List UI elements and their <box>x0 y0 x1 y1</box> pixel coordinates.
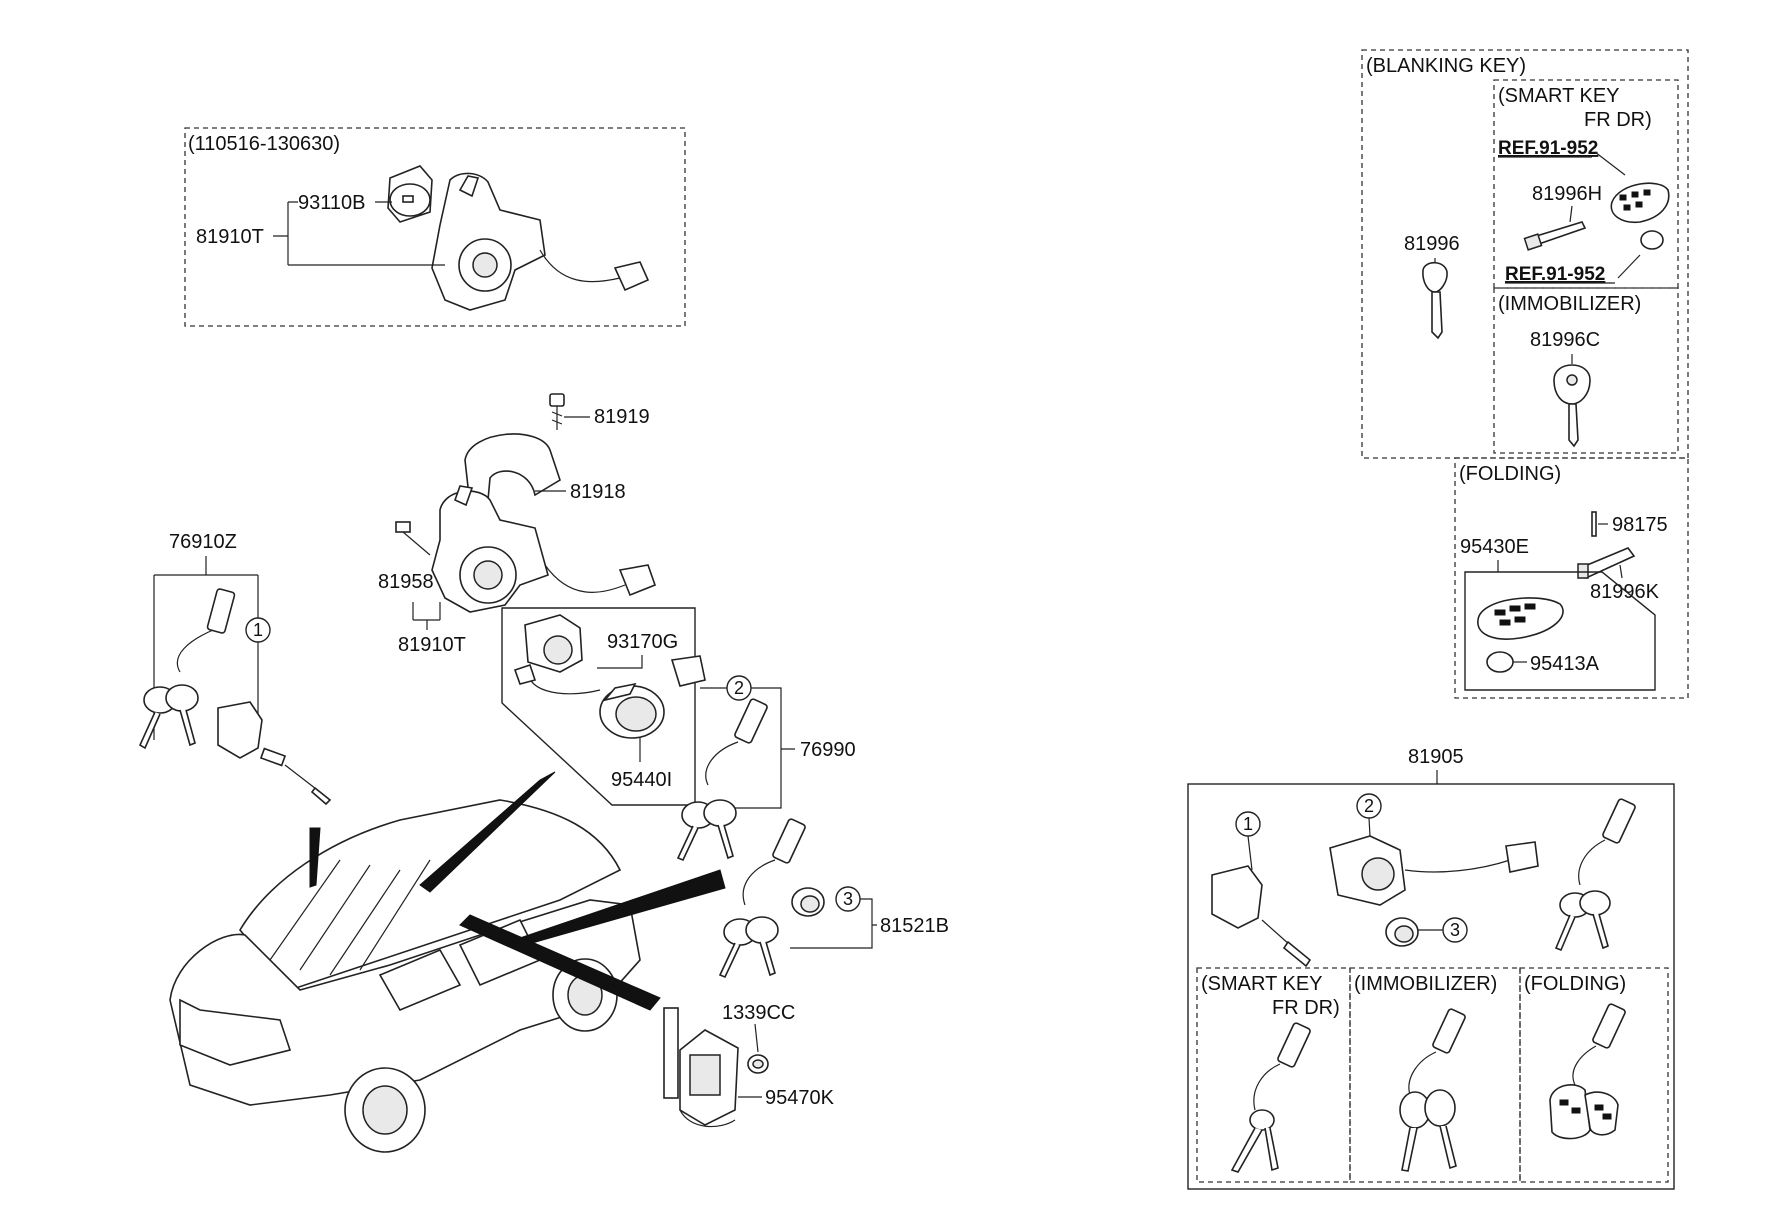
svg-text:3: 3 <box>843 889 853 909</box>
part-81919: 81919 <box>594 406 650 428</box>
part-81996: 81996 <box>1404 233 1460 255</box>
kit-folding-keys-icon <box>1549 1003 1626 1140</box>
svg-text:2: 2 <box>1364 796 1374 816</box>
battery-icon <box>1486 651 1514 673</box>
smart-key-label-2: FR DR) <box>1584 109 1652 131</box>
part-81521B: 81521B <box>880 915 949 937</box>
bolt-icon <box>549 393 565 430</box>
immobilizer-key-icon <box>1553 364 1591 448</box>
smart-key-fob-icon <box>1610 182 1670 224</box>
immobilizer-label: (IMMOBILIZER) <box>1498 293 1641 315</box>
blanking-key-box: (BLANKING KEY) 81996 (SMART KEY FR DR) R… <box>1361 49 1689 459</box>
coin-battery-icon <box>1640 230 1664 250</box>
folding-label: (FOLDING) <box>1459 463 1561 485</box>
ignition-switch-box: 93170G 95440I <box>501 607 706 806</box>
clamp-icon <box>464 433 561 507</box>
ref-91-952-bottom: REF.91-952 <box>1505 264 1605 285</box>
part-98175: 98175 <box>1612 514 1668 536</box>
folding-blade-icon <box>1577 547 1636 580</box>
svg-text:2: 2 <box>734 678 744 698</box>
part-81996H: 81996H <box>1532 183 1602 205</box>
lock-cylinder-icon <box>387 165 433 223</box>
part-95430E: 95430E <box>1460 536 1529 558</box>
steering-lock-housing-icon <box>431 172 650 311</box>
screw-icon <box>395 521 431 556</box>
lock-kit-box: 81905 1 2 3 <box>1187 746 1675 1190</box>
variant-label: (110516-130630) <box>188 133 340 155</box>
part-81958: 81958 <box>378 571 434 593</box>
kit-ignition-icon <box>1329 835 1539 906</box>
kit-standard-keys-icon <box>1554 798 1636 952</box>
part-81910T-top: 81910T <box>196 226 264 248</box>
part-95470K: 95470K <box>765 1087 835 1109</box>
kit-smart-key-label-1: (SMART KEY <box>1201 973 1323 995</box>
variant-box: (110516-130630) 93110B 81910T <box>184 127 686 327</box>
svg-text:1: 1 <box>1243 814 1253 834</box>
part-81918: 81918 <box>570 481 626 503</box>
part-81996K: 81996K <box>1590 581 1660 603</box>
nut-icon <box>747 1054 769 1074</box>
folding-fob-icon <box>1477 597 1564 640</box>
kit-smart-key-label-2: FR DR) <box>1272 997 1340 1019</box>
ignition-cylinder-icon <box>524 614 583 673</box>
keys-icon <box>138 684 199 750</box>
kit-immobilizer-keys-icon <box>1399 1008 1466 1172</box>
svg-text:3: 3 <box>1450 920 1460 940</box>
kit-folding-label: (FOLDING) <box>1524 973 1626 995</box>
part-95413A: 95413A <box>1530 653 1600 675</box>
part-76990: 76990 <box>800 739 856 761</box>
blank-key-icon <box>1422 261 1448 340</box>
part-95440I: 95440I <box>611 769 672 791</box>
callout-1 <box>245 617 271 643</box>
illumination-ring-icon <box>599 682 665 739</box>
door-lock-cylinder-icon <box>217 701 332 806</box>
vehicle-icon <box>169 771 726 1153</box>
kit-immobilizer-label: (IMMOBILIZER) <box>1354 973 1497 995</box>
blanking-key-label: (BLANKING KEY) <box>1366 55 1526 77</box>
part-93110B: 93110B <box>298 192 365 214</box>
ref-91-952-top: REF.91-952 <box>1498 138 1598 159</box>
kit-smart-key-icon <box>1230 1022 1311 1173</box>
antenna-coil-icon <box>663 1007 739 1128</box>
part-1339CC: 1339CC <box>722 1002 795 1024</box>
trunk-lock-key-group: 3 81521B <box>718 818 949 979</box>
door-lock-key-group: 76910Z 1 <box>138 531 332 806</box>
steering-lock-main: 81919 81918 81958 81910T <box>378 393 657 656</box>
part-81996C: 81996C <box>1530 329 1600 351</box>
connector-icon <box>670 655 706 687</box>
folding-key-box: (FOLDING) 98175 81996K 95430E 95413A <box>1454 457 1689 699</box>
trunk-cylinder-icon <box>791 887 825 917</box>
smart-key-label-1: (SMART KEY <box>1498 85 1620 107</box>
part-81905: 81905 <box>1408 746 1464 768</box>
ignition-key-group: 2 76990 <box>676 675 856 862</box>
kit-door-cylinder-icon <box>1211 865 1312 968</box>
svg-text:1: 1 <box>253 620 263 640</box>
lock-housing-icon <box>431 485 657 613</box>
key-tag-icon <box>176 588 236 673</box>
pin-icon <box>1591 511 1597 537</box>
kit-trunk-cylinder-icon <box>1385 917 1419 947</box>
part-81910T: 81910T <box>398 634 466 656</box>
antenna-module-group: 1339CC 95470K <box>663 1002 835 1128</box>
part-93170G: 93170G <box>607 631 678 653</box>
emergency-key-icon <box>1523 221 1587 251</box>
part-76910Z: 76910Z <box>169 531 237 553</box>
